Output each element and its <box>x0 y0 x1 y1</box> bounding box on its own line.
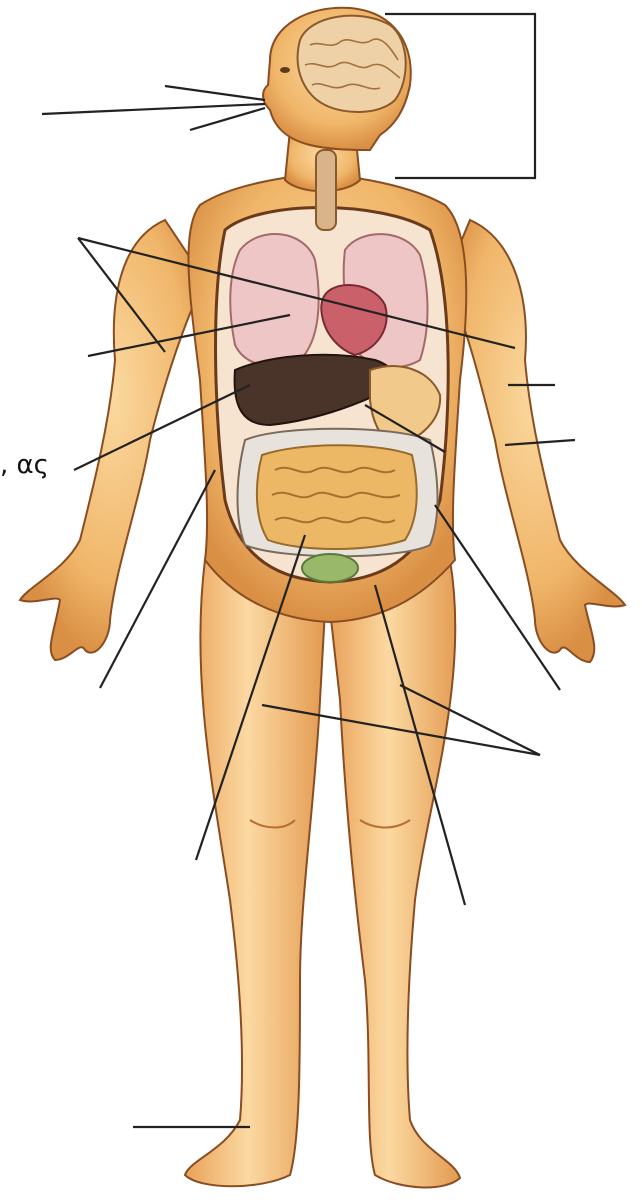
partial-label: , ας <box>0 452 49 478</box>
leader-line-3 <box>190 108 265 130</box>
trachea <box>316 150 336 230</box>
leader-line-1 <box>165 86 265 100</box>
head <box>263 8 411 150</box>
legs <box>185 560 460 1187</box>
bladder <box>302 554 358 582</box>
leader-line-2 <box>42 104 265 114</box>
